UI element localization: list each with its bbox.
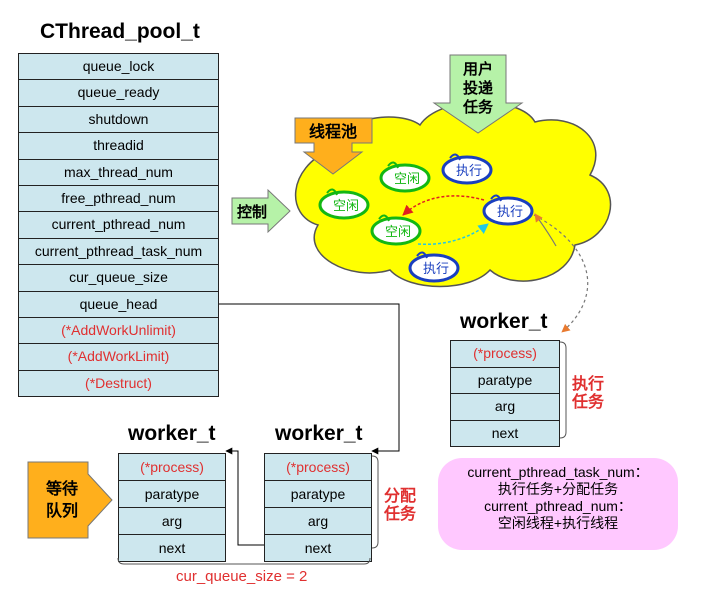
wait-queue-label-2: 队列 (46, 501, 78, 520)
running-label-1: 执行 (456, 163, 482, 178)
worker-running-field: paratype (450, 366, 560, 394)
running-thread-1: 执行 (441, 153, 493, 185)
worker-queued-1-field: arg (118, 507, 226, 535)
control-label: 控制 (237, 203, 267, 221)
running-thread-3: 执行 (408, 251, 460, 283)
thread-count-note: current_pthread_task_num： 执行任务+分配任务 curr… (438, 458, 678, 550)
worker-title-left: worker_t (128, 422, 216, 445)
exec-task-label-1: 执行 (572, 376, 605, 393)
pool-field: queue_head (18, 290, 219, 318)
idle-label-2: 空闲 (333, 198, 359, 213)
next-link (225, 447, 264, 546)
assign-task-label-1: 分配 (384, 488, 417, 505)
note-line-2: 执行任务+分配任务 (497, 481, 619, 497)
idle-thread-2: 空闲 (318, 188, 370, 220)
pool-field: current_pthread_num (18, 211, 219, 239)
worker-running-field: (*process) (450, 340, 560, 368)
pool-field: current_pthread_task_num (18, 237, 219, 266)
user-submit-arrow: 用户 投递 任务 (432, 54, 524, 134)
assign-task-label-2: 任务 (384, 506, 417, 523)
user-submit-label-1: 用户 (463, 60, 493, 78)
pool-field: (*AddWorkUnlimit) (18, 317, 219, 345)
wait-queue-label-1: 等待 (45, 479, 78, 498)
idle-label-1: 空闲 (394, 171, 420, 186)
pool-field: queue_ready (18, 79, 219, 107)
user-submit-label-3: 任务 (462, 98, 494, 116)
queue-head-link (219, 303, 400, 455)
running-label-2: 执行 (497, 204, 523, 219)
queue-size-bracket (117, 557, 371, 565)
idle-thread-1: 空闲 (379, 161, 431, 193)
idle-to-running-arrow (417, 223, 489, 246)
idle-label-3: 空闲 (385, 224, 411, 239)
wait-queue-arrow: 等待 队列 (27, 461, 113, 539)
exec-task-label: 执行 任务 (572, 376, 604, 412)
idle-thread-3: 空闲 (370, 214, 422, 246)
note-line-1: current_pthread_task_num： (467, 464, 649, 480)
control-arrow: 控制 (231, 188, 291, 234)
user-submit-label-2: 投递 (463, 79, 493, 97)
exec-task-bracket (559, 341, 567, 439)
worker-running-field: next (450, 419, 560, 447)
note-line-4: 空闲线程+执行线程 (497, 515, 619, 531)
pool-title: CThread_pool_t (40, 20, 200, 43)
worker-queued-2-field: next (264, 534, 372, 562)
worker-title-middle: worker_t (275, 422, 363, 445)
pool-field: threadid (18, 132, 219, 160)
execute-link-arrow (533, 214, 589, 333)
note-line-3: current_pthread_num： (484, 498, 632, 514)
execute-link-start-arrow (534, 213, 557, 247)
thread-pool-label: 线程池 (309, 122, 357, 141)
pool-field: (*AddWorkLimit) (18, 343, 219, 371)
assign-task-bracket (371, 455, 379, 549)
cur-queue-size-note: cur_queue_size = 2 (176, 568, 308, 585)
worker-title-right: worker_t (460, 310, 548, 333)
pool-field: free_pthread_num (18, 185, 219, 213)
pool-field: (*Destruct) (18, 369, 219, 398)
running-label-3: 执行 (423, 261, 449, 276)
thread-pool-label-arrow: 线程池 (294, 117, 373, 175)
assign-task-label: 分配 任务 (384, 488, 416, 524)
running-thread-2: 执行 (482, 194, 534, 226)
exec-task-label-2: 任务 (572, 394, 605, 411)
pool-field: max_thread_num (18, 158, 219, 186)
worker-queued-1-field: next (118, 534, 226, 562)
running-to-idle-arrow (402, 195, 485, 216)
worker-queued-2-field: (*process) (264, 453, 372, 481)
